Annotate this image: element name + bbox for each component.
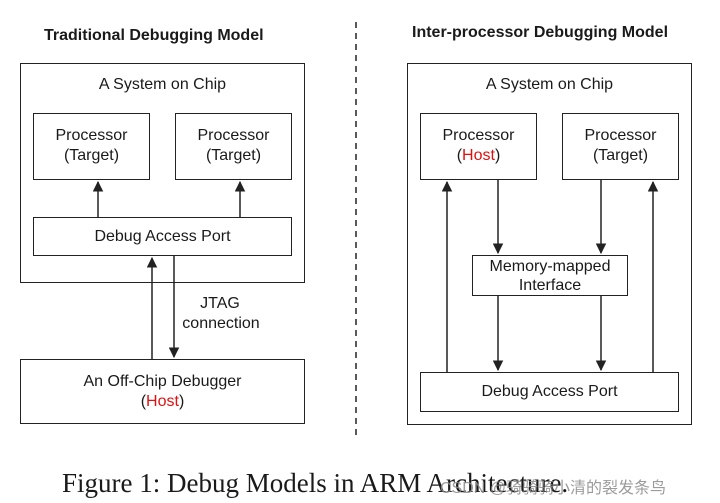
left-panel-title: Traditional Debugging Model [44, 27, 264, 44]
right-processor-host-box [420, 113, 537, 180]
right-soc-label: A System on Chip [485, 76, 614, 93]
left-processor-2-line2: (Target) [205, 147, 262, 164]
left-processor-1-line1: Processor [55, 127, 128, 144]
right-processor-target-line1: Processor [584, 127, 657, 144]
memory-mapped-interface-box [472, 255, 628, 296]
memory-mapped-interface-line2: Interface [518, 277, 582, 294]
right-processor-target-line2: (Target) [592, 147, 649, 164]
left-debug-access-port-label: Debug Access Port [94, 228, 231, 245]
host-label: Host [462, 147, 495, 164]
right-processor-target-box [562, 113, 679, 180]
left-soc-label: A System on Chip [98, 76, 227, 93]
figure-caption: Figure 1: Debug Models in ARM Architectu… [62, 468, 569, 498]
watermark: CSDN @骑骑骑小清的裂发条鸟 [440, 480, 667, 497]
right-debug-access-port-label: Debug Access Port [481, 383, 618, 400]
left-processor-2-box [175, 113, 292, 180]
off-chip-debugger-line1: An Off-Chip Debugger [83, 373, 242, 390]
right-processor-host-line2: (Host) [456, 147, 501, 164]
jtag-connection-label: connection [182, 315, 260, 332]
left-debug-access-port-box [33, 217, 292, 256]
left-processor-1-box [33, 113, 150, 180]
right-debug-access-port-box [420, 372, 679, 412]
left-processor-1-line2: (Target) [63, 147, 120, 164]
left-processor-2-line1: Processor [197, 127, 270, 144]
jtag-label: JTAG [200, 295, 240, 312]
right-panel-title: Inter-processor Debugging Model [412, 24, 669, 41]
host-label: Host [146, 393, 179, 410]
memory-mapped-interface-line1: Memory-mapped [489, 258, 611, 275]
right-processor-host-line1: Processor [442, 127, 515, 144]
off-chip-debugger-box [20, 359, 305, 424]
off-chip-debugger-line2: (Host) [140, 393, 185, 410]
